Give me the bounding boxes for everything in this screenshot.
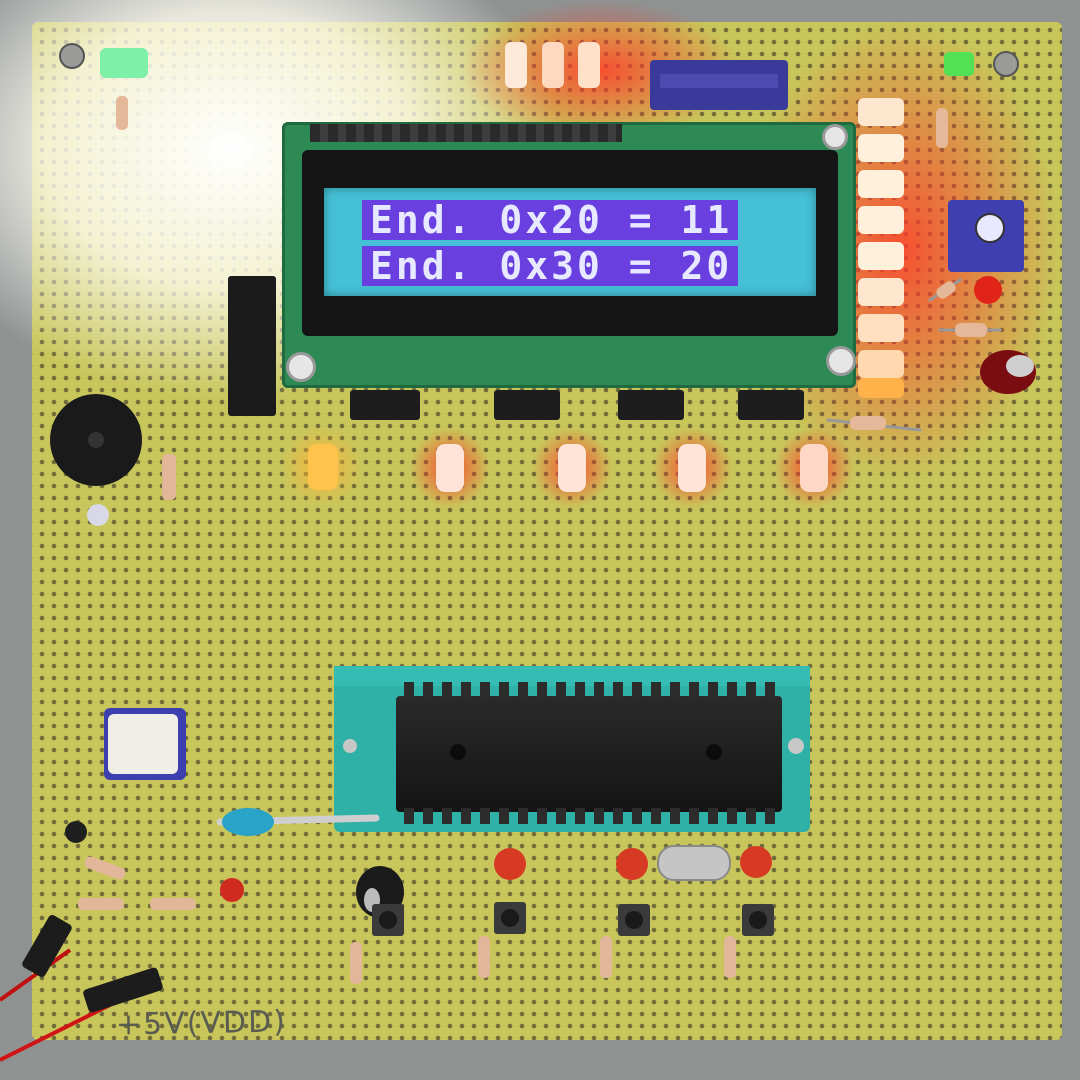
microcontroller-pic [396,682,782,824]
power-wires [0,914,163,1062]
lcd-line-1: End. 0x20 = 11 [362,200,739,240]
transistor-row [350,390,804,420]
lcd-mount-hole [286,352,316,382]
resistor [116,96,1002,432]
lcd-line-2: End. 0x30 = 20 [362,246,739,286]
transistor [65,821,87,843]
green-led [100,48,148,78]
lcd-mount-hole [826,346,856,376]
clear-led [87,504,109,526]
crystal-oscillator [657,845,731,881]
ceramic-capacitor [220,846,772,902]
push-button-row [372,902,774,936]
electrolytic-capacitor [980,350,1036,394]
green-led [944,52,974,76]
led-bar-right [858,98,904,398]
corner-screw [59,43,1019,77]
power-label: +5V(VDD) [115,1004,288,1043]
red-led [974,276,1002,304]
lcd-screen: End. 0x20 = 11 End. 0x30 = 20 [324,188,816,296]
indicator-led-row [308,444,828,492]
lcd-mount-hole [822,124,848,150]
resistor [78,856,736,984]
red-led-row-top [505,42,600,88]
resistor [162,454,176,500]
lcd-header-pins [310,124,622,142]
ic-chip-left [228,276,276,416]
